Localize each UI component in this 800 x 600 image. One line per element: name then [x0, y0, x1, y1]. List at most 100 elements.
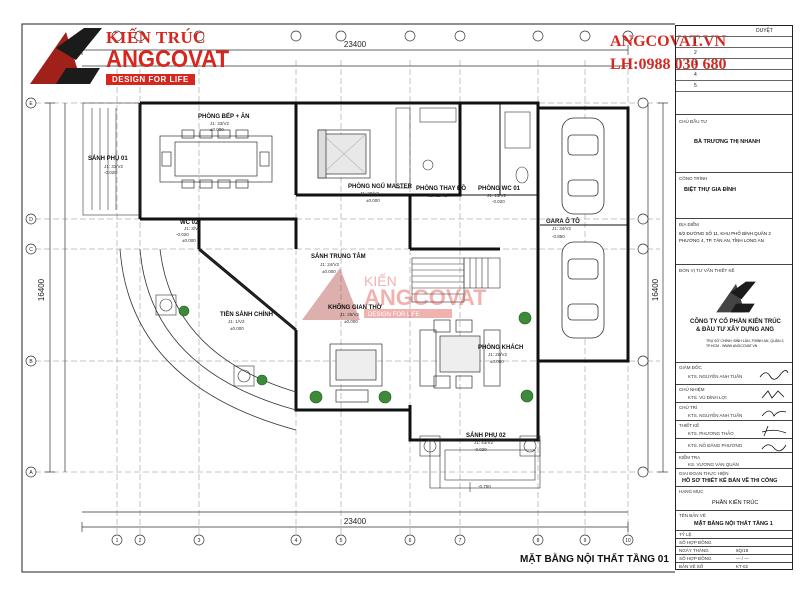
room-code-worship: J1: 25/V2	[340, 312, 360, 317]
signature-icon	[761, 410, 787, 417]
designer-label: ĐƠN VỊ TƯ VẤN THIẾT KẾ	[679, 268, 735, 273]
role-row: THIẾT KẾ KTS. PHƯƠNG THẢO	[676, 420, 792, 438]
role-label: THIẾT KẾ	[679, 423, 700, 428]
rev-header: DUYỆT	[756, 28, 773, 34]
meta-row: NGÀY THÁNG 8Q/18	[676, 546, 792, 554]
signature-icon	[761, 390, 785, 399]
room-code-wc2: J1: 3/V2	[184, 226, 201, 231]
drawing-section: TÊN BẢN VẼ MẶT BẰNG NỘI THẤT TẦNG 1	[676, 510, 792, 530]
rev-row: 5	[676, 81, 792, 92]
room-level-living: ±0.000	[490, 359, 504, 364]
contact-info: ANGCOVAT.VN LH:0988 030 680	[610, 30, 726, 76]
category-label: HẠNG MỤC	[679, 489, 704, 494]
grid-number-10: 10	[625, 538, 631, 544]
grid-letter-c: C	[29, 247, 33, 253]
grid-number-5: 5	[340, 538, 343, 544]
room-name-master: PHÒNG NGỦ MASTER	[348, 182, 413, 190]
title-block: DUYỆT 1 2 3 4 5 CHỦ ĐẦU TƯ BÀ TRƯƠNG THỊ…	[675, 25, 793, 570]
meta-value: — / —	[736, 556, 749, 561]
room-code-master: J1: 20/V2	[360, 191, 380, 196]
watermark: KIẾN ANGCOVAT DESIGN FOR LIFE	[302, 268, 487, 320]
grid-number-4: 4	[295, 538, 298, 544]
room-level-wc1: -0.020	[492, 199, 505, 204]
room-code-wc1: J1: 13/V2	[487, 193, 507, 198]
side-hall-2-steps	[419, 435, 541, 492]
grid-bubbles-top	[111, 30, 634, 42]
grid-number-9: 9	[584, 538, 587, 544]
role-label: CHỦ NHIỆM	[679, 387, 705, 392]
company-logo: KIẾN TRÚC ANGCOVAT DESIGN FOR LIFE	[26, 24, 230, 88]
role-label: KIỂM TRA	[679, 455, 701, 460]
room-level-kitchen: ±0.000	[210, 127, 224, 132]
designer-section: ĐƠN VỊ TƯ VẤN THIẾT KẾ CÔNG TY CỔ PHẦN K…	[676, 264, 792, 362]
grid-number-2: 2	[139, 538, 142, 544]
dining-table	[159, 129, 273, 189]
room-code-kitchen: J1: 33/V2	[210, 121, 230, 126]
room-name-wc2: WC 02	[180, 220, 199, 226]
room-level-wc2-alt: ±0.000	[182, 238, 196, 243]
phase-label: GIAI ĐOẠN THỰC HIỆN	[679, 471, 729, 476]
curved-lobby	[119, 248, 297, 431]
meta-row: BẢN VẼ SỐ KT-02	[676, 562, 792, 570]
meta-value: 8Q/18	[736, 548, 749, 553]
rev-row: 4	[676, 70, 792, 81]
meta-label: SỐ HỢP ĐỒNG	[679, 540, 712, 545]
rev-number: 1	[694, 39, 697, 45]
rev-number: 3	[694, 61, 697, 67]
svg-text:ANGCOVAT: ANGCOVAT	[364, 285, 487, 310]
role-name: KTS. NỖ ĐĂNG PHƯƠNG	[688, 443, 743, 448]
drawing-name: MẶT BẰNG NỘI THẤT TẦNG 1	[694, 521, 773, 527]
role-row: CHỦ NHIỆM KTS. VŨ ĐÌNH LỢI	[676, 384, 792, 402]
room-code-main-lobby: J1: 1/V2	[228, 319, 245, 324]
rev-row: 3	[676, 59, 792, 70]
room-name-central-hall: SẢNH TRUNG TÂM	[311, 253, 366, 260]
dim-top-label: 23400	[344, 40, 367, 49]
role-row: KTS. NỖ ĐĂNG PHƯƠNG	[676, 438, 792, 452]
master-bed	[317, 129, 371, 179]
logo-tagline: DESIGN FOR LIFE	[106, 74, 195, 85]
room-name-wc1: PHÒNG WC 01	[478, 184, 521, 192]
room-level-side-hall-1: -0.020	[104, 170, 117, 175]
room-level-worship: ±0.000	[344, 319, 358, 324]
dim-right-label: 16400	[651, 278, 660, 301]
grid-number-3: 3	[198, 538, 201, 544]
altar	[329, 343, 383, 403]
role-row: KIỂM TRA KS. VƯƠNG VĂN QUÂN	[676, 452, 792, 468]
meta-label: TỶ LỆ	[679, 532, 692, 537]
room-code-side-hall-2: J1: 43/V2	[474, 440, 494, 445]
role-row: CHỦ TRÌ KTS. NGUYỄN ANH TUẤN	[676, 402, 792, 420]
grid-number-1: 1	[116, 538, 119, 544]
side-hall-1-steps	[82, 102, 141, 216]
category-section: HẠNG MỤC PHẦN KIẾN TRÚC	[676, 486, 792, 510]
dim-bottom-label: 23400	[344, 517, 367, 526]
room-code-living: J1: 26/V2	[488, 352, 508, 357]
company-address: TRỤ SỞ CHÍNH: BÌNH LÂN, P.BÌNH AN, QUẬN …	[706, 339, 785, 348]
rev-number: 2	[694, 50, 697, 56]
role-name: KTS. PHƯƠNG THẢO	[688, 431, 734, 436]
website-text: ANGCOVAT.VN	[610, 33, 727, 50]
meta-label: NGÀY THÁNG	[679, 548, 709, 553]
company-line-1: CÔNG TY CỔ PHẦN KIẾN TRÚC	[690, 319, 781, 325]
logo-name-main: ANGCOVAT	[106, 46, 230, 73]
logo-name-top: KIẾN TRÚC	[106, 28, 207, 47]
svg-text:KIẾN: KIẾN	[364, 273, 397, 289]
grid-number-8: 8	[537, 538, 540, 544]
living-room-sofa	[419, 319, 501, 389]
room-name-side-hall-2: SẢNH PHỤ 02	[466, 432, 506, 439]
car-icons	[561, 117, 605, 339]
plant-icons	[178, 305, 534, 404]
role-name: KTS. NGUYỄN ANH TUẤN	[688, 413, 743, 418]
rev-row: 1	[676, 37, 792, 48]
grid-number-7: 7	[459, 538, 462, 544]
role-name: KS. VƯƠNG VĂN QUÂN	[688, 462, 739, 467]
drawing-label: TÊN BẢN VẼ	[679, 513, 706, 518]
room-level-wc2: -0.020	[176, 232, 189, 237]
meta-value: KT-02	[736, 564, 749, 569]
room-name-kitchen: PHÒNG BẾP + ĂN	[198, 112, 249, 120]
room-level-side-hall-2: -0.020	[474, 447, 487, 452]
meta-label: BẢN VẼ SỐ	[679, 564, 704, 569]
room-name-worship: KHÔNG GIAN THỜ	[328, 303, 383, 311]
grid-number-6: 6	[409, 538, 412, 544]
role-name: KTS. NGUYỄN ANH TUẤN	[688, 374, 743, 379]
